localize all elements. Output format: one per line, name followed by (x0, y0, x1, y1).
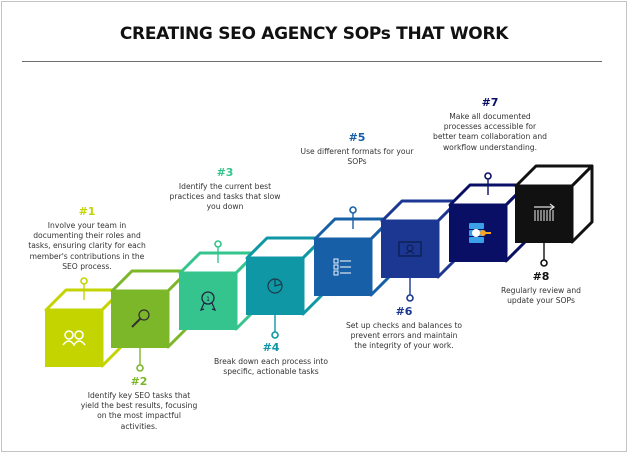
step-2-label: #2 Identify key SEO tasks that yield the… (80, 375, 198, 432)
cube-front-face (45, 309, 103, 367)
step-description: Involve your team in documenting their r… (28, 221, 146, 271)
step-description: Identify the current best practices and … (169, 182, 281, 212)
step-description: Make all documented processes accessible… (433, 112, 547, 152)
step-8-label: #8 Regularly review and update your SOPs (487, 270, 595, 306)
step-description: Identify key SEO tasks that yield the be… (80, 391, 198, 431)
cube-step-2 (110, 269, 190, 372)
connector-dot (484, 172, 492, 180)
step-description: Set up checks and balances to prevent er… (345, 321, 463, 351)
step-number: #6 (395, 305, 413, 318)
page-title: CREATING SEO AGENCY SOPs THAT WORK (119, 24, 509, 44)
step-5-label: #5 Use different formats for your SOPs (298, 131, 416, 167)
connector-dot (406, 294, 414, 302)
cube-step-4 (245, 236, 325, 339)
step-6-label: #6 Set up checks and balances to prevent… (345, 305, 463, 352)
pie-chart-icon (267, 278, 283, 294)
cube-front-face (381, 220, 439, 278)
step-1-label: #1 Involve your team in documenting thei… (28, 205, 146, 272)
team-icon (62, 330, 86, 347)
cube-step-5 (313, 206, 393, 297)
checklist-icon (333, 258, 351, 276)
connector-dot (540, 259, 548, 267)
step-number: #5 (348, 131, 366, 144)
step-number: #2 (130, 375, 148, 388)
step-3-label: #3 Identify the current best practices a… (166, 166, 284, 213)
update-arrow-icon (534, 203, 555, 221)
svg-text:1: 1 (206, 296, 210, 303)
connector-dot (271, 331, 279, 339)
step-4-label: #4 Break down each process into specific… (212, 341, 330, 377)
server-key-icon (469, 223, 491, 243)
cube-step-6 (380, 199, 460, 302)
step-description: Regularly review and update your SOPs (501, 286, 581, 306)
step-description: Break down each process into specific, a… (213, 357, 329, 377)
step-description: Use different formats for your SOPs (300, 147, 414, 167)
cube-step-3: 1 (178, 240, 258, 331)
connector-dot (136, 364, 144, 372)
step-number: #1 (78, 205, 96, 218)
cube-front-face (179, 272, 237, 330)
connector-dot (80, 277, 88, 285)
cube-step-8 (514, 164, 594, 267)
step-number: #7 (481, 96, 499, 109)
step-7-label: #7 Make all documented processes accessi… (431, 96, 549, 153)
title-divider (22, 61, 602, 62)
award-medal-icon: 1 (199, 291, 217, 311)
connector-dot (349, 206, 357, 214)
step-number: #3 (216, 166, 234, 179)
key-icon (131, 309, 150, 328)
step-number: #8 (532, 270, 550, 283)
connector-dot (214, 240, 222, 248)
step-number: #4 (262, 341, 280, 354)
cube-front-face (449, 204, 507, 262)
id-card-icon (398, 241, 422, 257)
